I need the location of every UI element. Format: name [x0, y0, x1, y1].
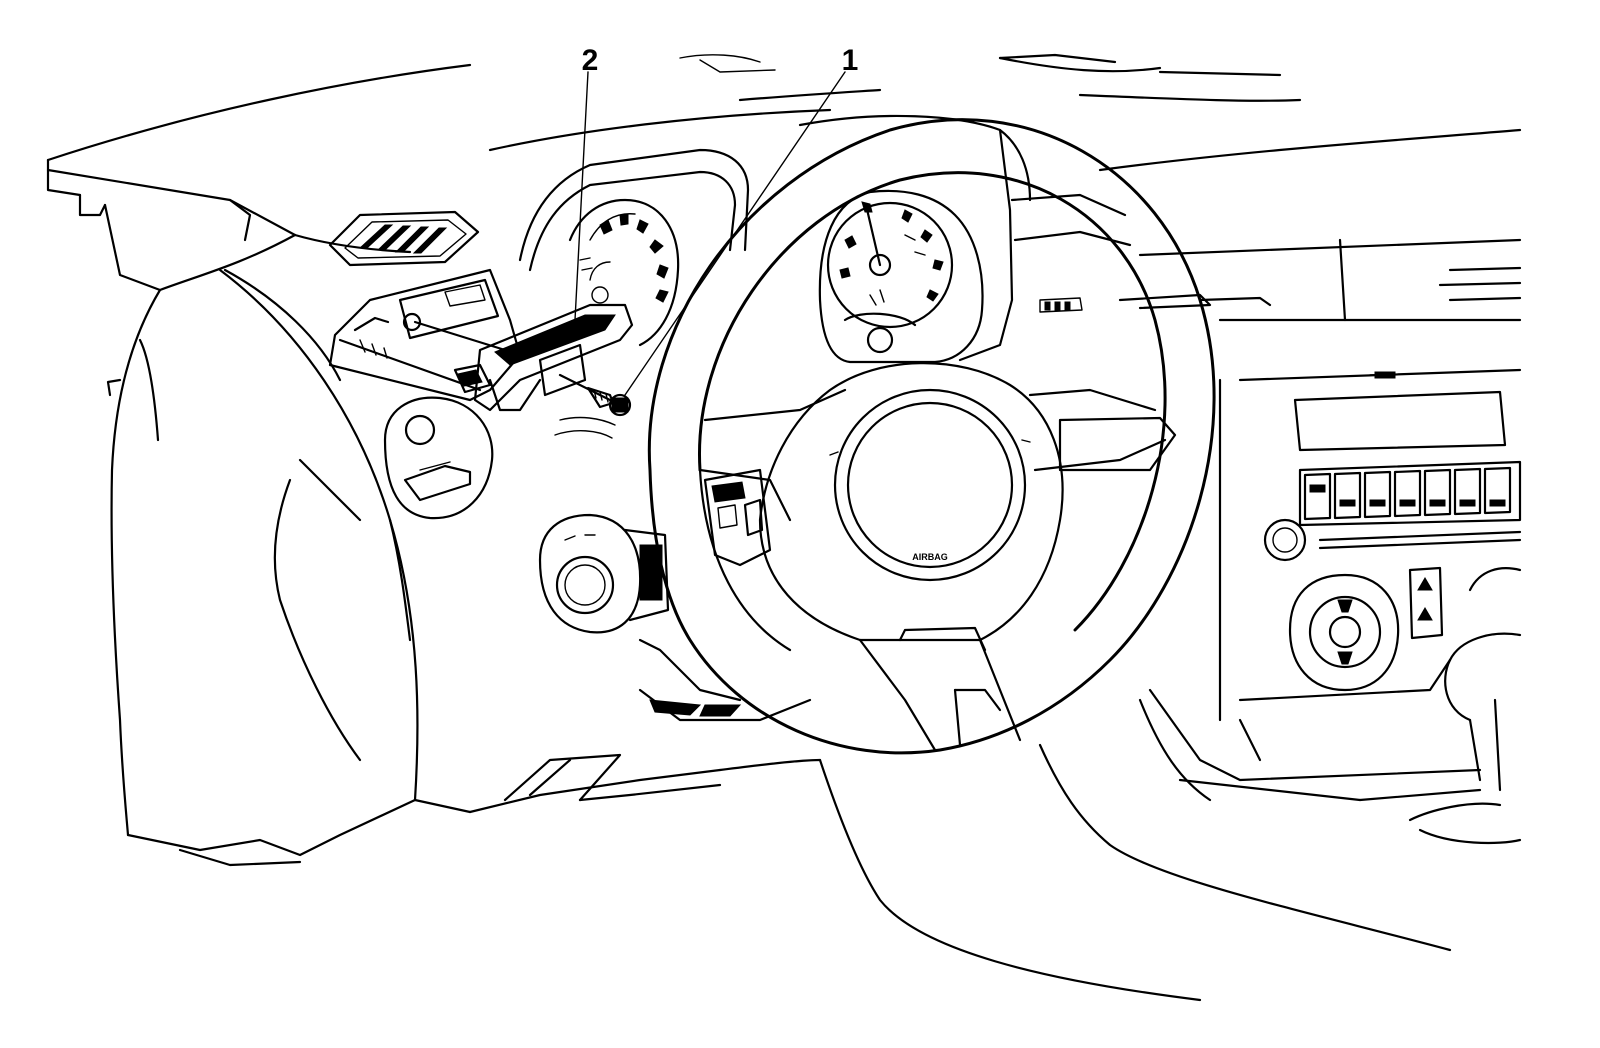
airbag-label: AIRBAG [912, 552, 948, 562]
screw-fastener [558, 373, 632, 417]
steering-wheel: AIRBAG [638, 118, 1452, 1002]
cluster-module [453, 303, 634, 412]
lower-dash [468, 753, 822, 814]
headlamp-switch-opening [383, 396, 494, 520]
center-stack [1098, 128, 1522, 845]
callout-leaders [574, 71, 846, 396]
cluster-trim-bezel [328, 268, 522, 402]
tachometer-gauge [818, 189, 984, 364]
left-air-vent [328, 210, 480, 267]
ignition-switch [538, 513, 670, 634]
callout-2-label: 2 [582, 44, 599, 77]
dash-top-outline [46, 53, 1302, 292]
callout-2-leader [574, 71, 589, 321]
left-dash-panel [106, 233, 472, 867]
callout-1-label: 1 [842, 44, 859, 77]
callout-1-leader [624, 71, 846, 396]
cluster-housing [518, 148, 750, 439]
